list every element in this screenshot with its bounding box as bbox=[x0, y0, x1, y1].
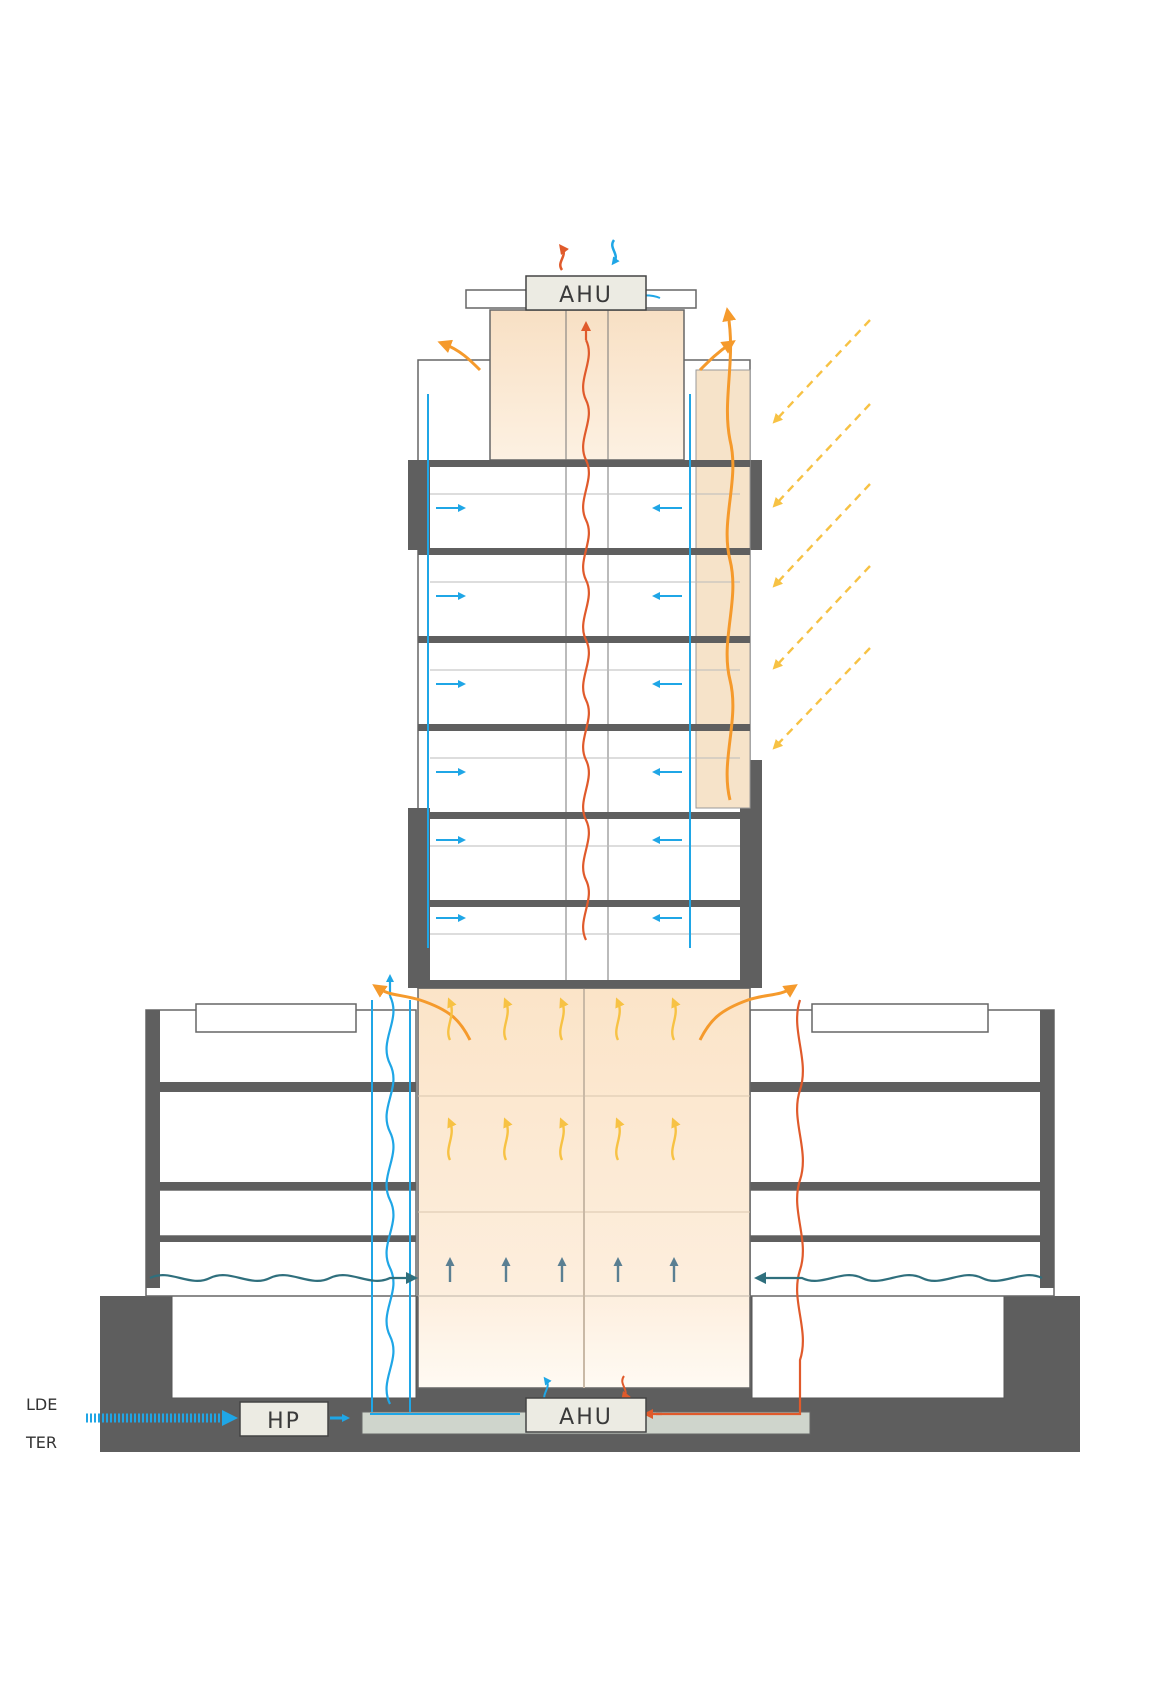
hp-label: HP bbox=[267, 1409, 301, 1434]
ahu-bottom-label: AHU bbox=[559, 1405, 613, 1430]
solar-dashed-arrow-icon bbox=[772, 483, 871, 588]
intake-icon bbox=[611, 239, 620, 266]
floor-slab bbox=[418, 724, 750, 731]
warm-air-arrow-icon bbox=[615, 1117, 625, 1161]
ahu-top-label: AHU bbox=[559, 283, 613, 308]
warm-air-arrow-icon bbox=[615, 997, 625, 1041]
hp-unit: HP bbox=[239, 1401, 329, 1437]
solar-dashed-arrow-icon bbox=[772, 403, 871, 508]
solar-dashed-arrow-icon bbox=[772, 565, 871, 670]
warm-air-arrow-icon bbox=[559, 997, 569, 1041]
atrium-plenum-arrows bbox=[445, 1257, 679, 1282]
cross-ventilation bbox=[149, 1272, 1043, 1284]
floor-slab bbox=[418, 636, 750, 643]
solar-dashed-arrow-icon bbox=[772, 319, 871, 424]
warm-air-arrow-icon bbox=[559, 1117, 569, 1161]
atrium-warm-air-arrows bbox=[447, 997, 681, 1161]
exhaust-outlet-icon bbox=[559, 243, 569, 271]
ahu-top-unit: AHU bbox=[525, 275, 647, 311]
legend-line-2: TER bbox=[25, 1433, 57, 1452]
warm-air-arrow-icon bbox=[503, 1117, 513, 1161]
left-wing bbox=[145, 1003, 417, 1297]
right-wing bbox=[749, 1003, 1055, 1297]
floor-slab bbox=[418, 548, 750, 555]
warm-air-arrow-icon bbox=[503, 997, 513, 1041]
floor-slab bbox=[418, 900, 750, 907]
floor-slab bbox=[418, 460, 750, 467]
warm-air-arrow-icon bbox=[447, 1117, 457, 1161]
solar-gain-arrows bbox=[772, 319, 871, 750]
warm-air-arrow-icon bbox=[671, 1117, 681, 1161]
warm-air-rise bbox=[372, 307, 798, 1041]
ahu-bottom-unit: AHU bbox=[525, 1397, 647, 1433]
exhaust-air bbox=[581, 321, 804, 1419]
supply-air-outlets bbox=[436, 504, 682, 922]
floor-slab bbox=[418, 980, 750, 988]
warm-air-arrow-icon bbox=[671, 997, 681, 1041]
solar-dashed-arrow-icon bbox=[772, 647, 871, 750]
hp-intake-arrow bbox=[86, 1410, 520, 1426]
legend-line-1: LDE bbox=[26, 1395, 57, 1414]
warm-air-arrow-icon bbox=[447, 997, 457, 1041]
atrium bbox=[417, 987, 751, 1389]
